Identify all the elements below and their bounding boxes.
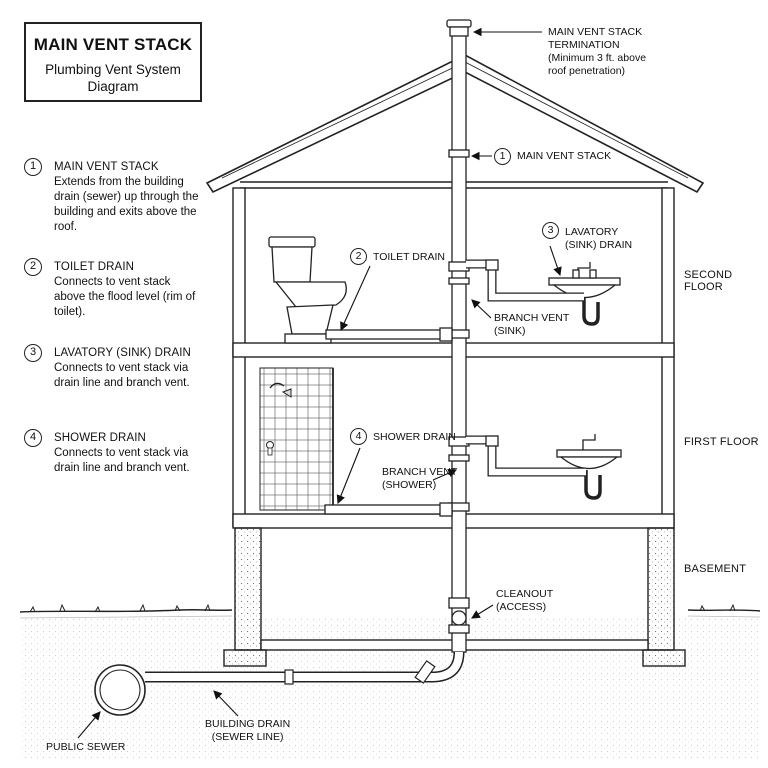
building-drain-label: BUILDING DRAIN (SEWER LINE): [205, 718, 290, 744]
shower-drain-label: SHOWER DRAIN: [373, 431, 456, 443]
branch-vent-shower-pipe: [466, 435, 586, 477]
main-vent-stack: [446, 19, 472, 653]
branch-vent-shower-label: BRANCH VENT (SHOWER): [382, 466, 457, 492]
lavatory-drain-label: LAVATORY (SINK) DRAIN: [565, 226, 632, 252]
branch-vent-sink-line-2: (SINK): [494, 325, 526, 337]
floor-label-second: SECOND FLOOR: [684, 269, 733, 293]
title-box: MAIN VENT STACK Plumbing Vent System Dia…: [24, 22, 202, 102]
diagram-subtitle: Plumbing Vent System Diagram: [45, 62, 181, 94]
termination-line-1: MAIN VENT STACK: [548, 26, 643, 38]
building-drain-line-2: (SEWER LINE): [211, 731, 284, 743]
legend-description: Extends from the building drain (sewer) …: [54, 176, 199, 233]
legend-heading: MAIN VENT STACK: [54, 161, 159, 173]
toilet-drain-pipe: [325, 327, 453, 342]
lavatory-line-2: (SINK) DRAIN: [565, 239, 633, 251]
toilet: [268, 236, 347, 344]
floor-label-first: FIRST FLOOR: [684, 436, 759, 448]
main-vent-stack-label: MAIN VENT STACK: [517, 150, 612, 162]
callout-2: 2: [350, 248, 367, 265]
callout-3: 3: [542, 222, 559, 239]
termination-line-3: (Minimum 3 ft. above: [548, 52, 647, 64]
legend-heading: TOILET DRAIN: [54, 261, 135, 273]
termination-line-4: roof penetration): [548, 65, 626, 77]
cleanout-line-1: CLEANOUT: [496, 588, 554, 600]
legend-number: 3: [24, 344, 42, 362]
branch-vent-shower-line-2: (SHOWER): [382, 479, 437, 491]
legend-number: 1: [24, 158, 42, 176]
public-sewer-pipe: [94, 664, 146, 716]
termination-label: MAIN VENT STACK TERMINATION (Minimum 3 f…: [548, 26, 646, 78]
ground: [19, 603, 761, 619]
sink-second-floor: [548, 262, 621, 326]
building-drain-line-1: BUILDING DRAIN: [205, 718, 291, 730]
legend-description: Connects to vent stack via drain line an…: [54, 362, 190, 389]
callout-4: 4: [350, 428, 367, 445]
termination-line-2: TERMINATION: [548, 39, 620, 51]
floor-label-basement: BASEMENT: [684, 563, 747, 575]
callout-1: 1: [494, 148, 511, 165]
branch-vent-sink-pipe: [466, 259, 584, 302]
branch-vent-shower-line-1: BRANCH VENT: [382, 466, 458, 478]
legend-heading: SHOWER DRAIN: [54, 432, 146, 444]
legend-description: Connects to vent stack above the flood l…: [54, 276, 196, 318]
legend-heading: LAVATORY (SINK) DRAIN: [54, 347, 191, 359]
shower-drain-pipe: [324, 502, 453, 517]
leader-lines: [77, 27, 562, 739]
legend-description: Connects to vent stack via drain line an…: [54, 447, 190, 474]
diagram-title: MAIN VENT STACK: [33, 35, 193, 54]
toilet-drain-label: TOILET DRAIN: [373, 251, 445, 263]
public-sewer-label: PUBLIC SEWER: [46, 741, 126, 753]
branch-vent-sink-label: BRANCH VENT (SINK): [494, 312, 569, 338]
legend-number: 2: [24, 258, 42, 276]
cleanout-line-2: (ACCESS): [496, 601, 547, 613]
shower-enclosure: [259, 367, 334, 511]
building-drain-pipe: [145, 651, 465, 685]
branch-vent-sink-line-1: BRANCH VENT: [494, 312, 570, 324]
sink-first-floor: [556, 434, 622, 500]
cleanout-label: CLEANOUT (ACCESS): [496, 588, 553, 614]
legend-number: 4: [24, 429, 42, 447]
lavatory-line-1: LAVATORY: [565, 226, 619, 238]
